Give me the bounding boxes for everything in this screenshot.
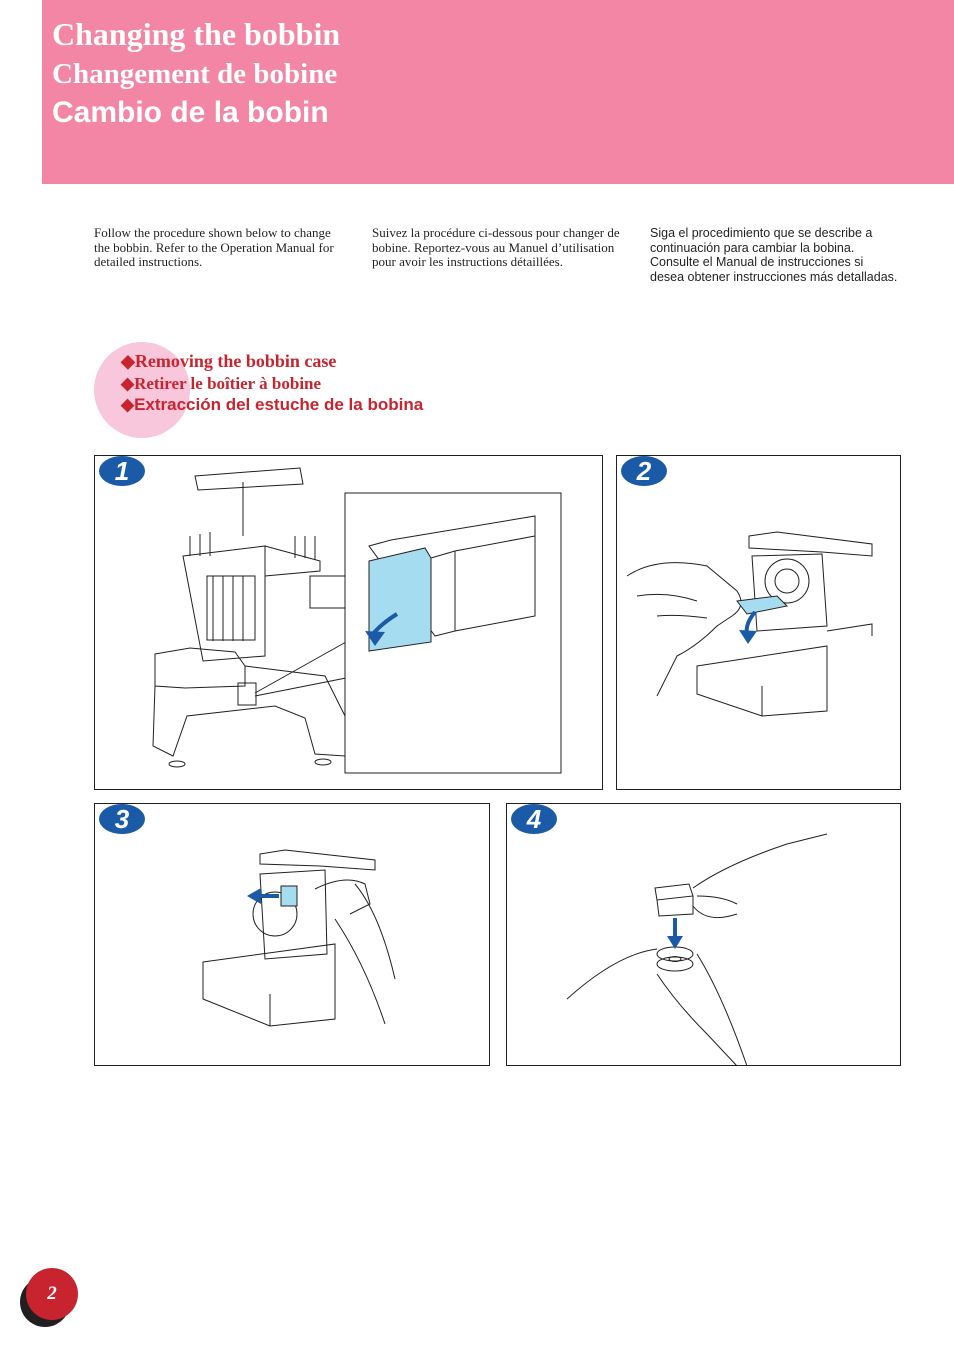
step-1-panel: 1 bbox=[94, 455, 603, 790]
pull-bobbin-case-icon bbox=[202, 849, 396, 1027]
step-3-panel: 3 bbox=[94, 803, 490, 1066]
intro-text-es: Siga el procedimiento que se describe a … bbox=[650, 226, 898, 284]
page-title-fr: Changement de bobine bbox=[52, 58, 338, 90]
page-title-es: Cambio de la bobin bbox=[52, 96, 329, 129]
step-4-badge: 4 bbox=[511, 804, 557, 834]
page-title-en: Changing the bobbin bbox=[52, 16, 341, 52]
section-decoration bbox=[94, 342, 190, 438]
page-number: 2 bbox=[26, 1268, 78, 1320]
section-heading-es: ◆Extracción del estuche de la bobina bbox=[121, 395, 424, 414]
step-3-badge: 3 bbox=[99, 804, 145, 834]
step-1-badge: 1 bbox=[99, 456, 145, 486]
section-heading-en: ◆Removing the bobbin case bbox=[121, 351, 337, 371]
step-4-panel: 4 bbox=[506, 803, 901, 1067]
header-banner bbox=[42, 0, 954, 184]
intro-text-en: Follow the procedure shown below to chan… bbox=[94, 225, 334, 270]
embroidery-machine-cover-icon bbox=[152, 467, 562, 774]
section-heading-fr: ◆Retirer le boîtier à bobine bbox=[121, 374, 322, 393]
step-2-panel: 2 bbox=[616, 455, 901, 790]
intro-text-fr: Suivez la procédure ci-dessous pour chan… bbox=[372, 225, 620, 270]
step-2-badge: 2 bbox=[621, 456, 667, 486]
remove-bobbin-icon bbox=[566, 833, 828, 1067]
open-bobbin-latch-icon bbox=[626, 531, 873, 717]
